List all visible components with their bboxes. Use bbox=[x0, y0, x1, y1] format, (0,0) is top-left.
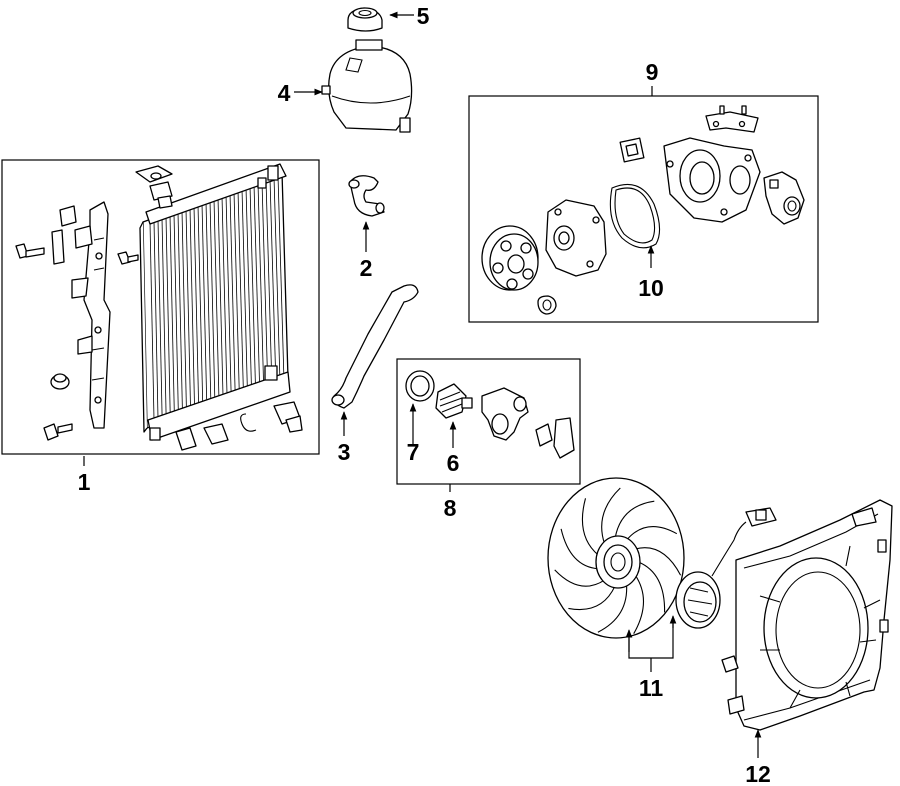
coolant-outlet bbox=[763, 171, 805, 225]
water-pump-group-box bbox=[468, 95, 819, 323]
radiator-fin bbox=[153, 221, 159, 424]
fan-shroud bbox=[721, 499, 893, 731]
water-pump-body bbox=[537, 199, 607, 315]
radiator-fin bbox=[185, 209, 191, 412]
fan-blade bbox=[560, 528, 599, 570]
radiator-fin bbox=[161, 218, 167, 421]
callout-5: 5 bbox=[417, 3, 430, 29]
callout-labels: 1 2 3 4 5 6 7 8 9 10 11 12 bbox=[78, 3, 771, 786]
callout-8: 8 bbox=[444, 495, 457, 521]
radiator-fin bbox=[277, 175, 285, 378]
radiator-fin bbox=[257, 182, 264, 385]
lower-radiator-hose bbox=[331, 284, 419, 409]
water-pump-assembly bbox=[468, 95, 819, 323]
thermostat-group-box bbox=[396, 358, 581, 485]
radiator-fin bbox=[265, 179, 273, 382]
water-pump-housing bbox=[663, 137, 761, 223]
radiator-group-box bbox=[1, 159, 320, 455]
callout-12: 12 bbox=[745, 761, 771, 786]
callout-6: 6 bbox=[447, 450, 460, 476]
radiator-fin bbox=[149, 222, 155, 425]
thermostat-housing bbox=[481, 387, 575, 459]
reservoir-cap bbox=[347, 7, 383, 32]
fan-blade bbox=[568, 585, 616, 610]
radiator-fin bbox=[221, 196, 228, 399]
radiator-fin bbox=[245, 187, 252, 390]
radiator-fin bbox=[213, 198, 220, 402]
radiator-fin bbox=[225, 194, 232, 397]
radiator-fin bbox=[157, 219, 163, 422]
pump-mounting-bracket bbox=[705, 105, 759, 133]
callout-3: 3 bbox=[338, 439, 351, 465]
radiator-fin bbox=[201, 203, 208, 406]
radiator-fin bbox=[269, 178, 277, 381]
radiator-fin bbox=[205, 201, 212, 404]
radiator-fin bbox=[233, 191, 240, 394]
radiator-fin bbox=[217, 197, 224, 400]
callout-10: 10 bbox=[638, 275, 664, 301]
radiator-fins bbox=[149, 175, 285, 425]
radiator-fin bbox=[249, 185, 256, 388]
radiator-fin bbox=[261, 181, 269, 384]
radiator-fin bbox=[197, 204, 204, 407]
thermostat bbox=[435, 383, 473, 419]
fan-blade bbox=[633, 574, 644, 634]
radiator-fin bbox=[237, 190, 244, 393]
radiator-core bbox=[139, 163, 291, 441]
radiator-fin bbox=[177, 212, 183, 415]
radiator-fin bbox=[189, 207, 195, 410]
fan-blade bbox=[597, 583, 628, 633]
water-pump-pulley bbox=[481, 225, 539, 291]
cooling-fan bbox=[547, 477, 685, 639]
radiator-fin bbox=[209, 200, 216, 403]
fan-blade bbox=[638, 561, 666, 613]
radiator-fin bbox=[273, 176, 281, 379]
fan-blade bbox=[581, 498, 599, 556]
radiator-fin bbox=[193, 206, 200, 409]
upper-radiator-hose bbox=[348, 175, 385, 217]
callout-4: 4 bbox=[278, 80, 291, 106]
outlet-gasket bbox=[619, 137, 645, 163]
callout-1: 1 bbox=[78, 469, 91, 495]
fan-blade bbox=[554, 569, 605, 587]
radiator-fin bbox=[173, 213, 179, 416]
fan-blades bbox=[554, 487, 682, 634]
radiator-side-bracket bbox=[71, 201, 111, 429]
radiator-hardware bbox=[15, 165, 303, 451]
radiator-fin bbox=[181, 210, 187, 413]
callout-9: 9 bbox=[646, 59, 659, 85]
fan-blade bbox=[614, 500, 655, 539]
radiator-fin bbox=[253, 184, 260, 387]
radiator-fin bbox=[169, 215, 175, 418]
callout-2: 2 bbox=[360, 255, 373, 281]
radiator-assembly bbox=[1, 159, 320, 455]
fan-blade bbox=[635, 547, 682, 576]
callout-11: 11 bbox=[639, 675, 664, 701]
leader-lines bbox=[83, 11, 762, 758]
callout-7: 7 bbox=[407, 439, 420, 465]
thermostat-seal bbox=[405, 370, 435, 402]
coolant-reservoir bbox=[321, 39, 413, 133]
water-pump-gasket bbox=[609, 183, 661, 249]
fan-blade bbox=[601, 487, 621, 545]
fan-motor bbox=[675, 507, 777, 629]
thermostat-assembly bbox=[396, 358, 581, 485]
fan-blade bbox=[626, 526, 678, 541]
radiator-fin bbox=[241, 188, 248, 391]
radiator-fin bbox=[229, 193, 236, 396]
radiator-fin bbox=[165, 216, 171, 419]
